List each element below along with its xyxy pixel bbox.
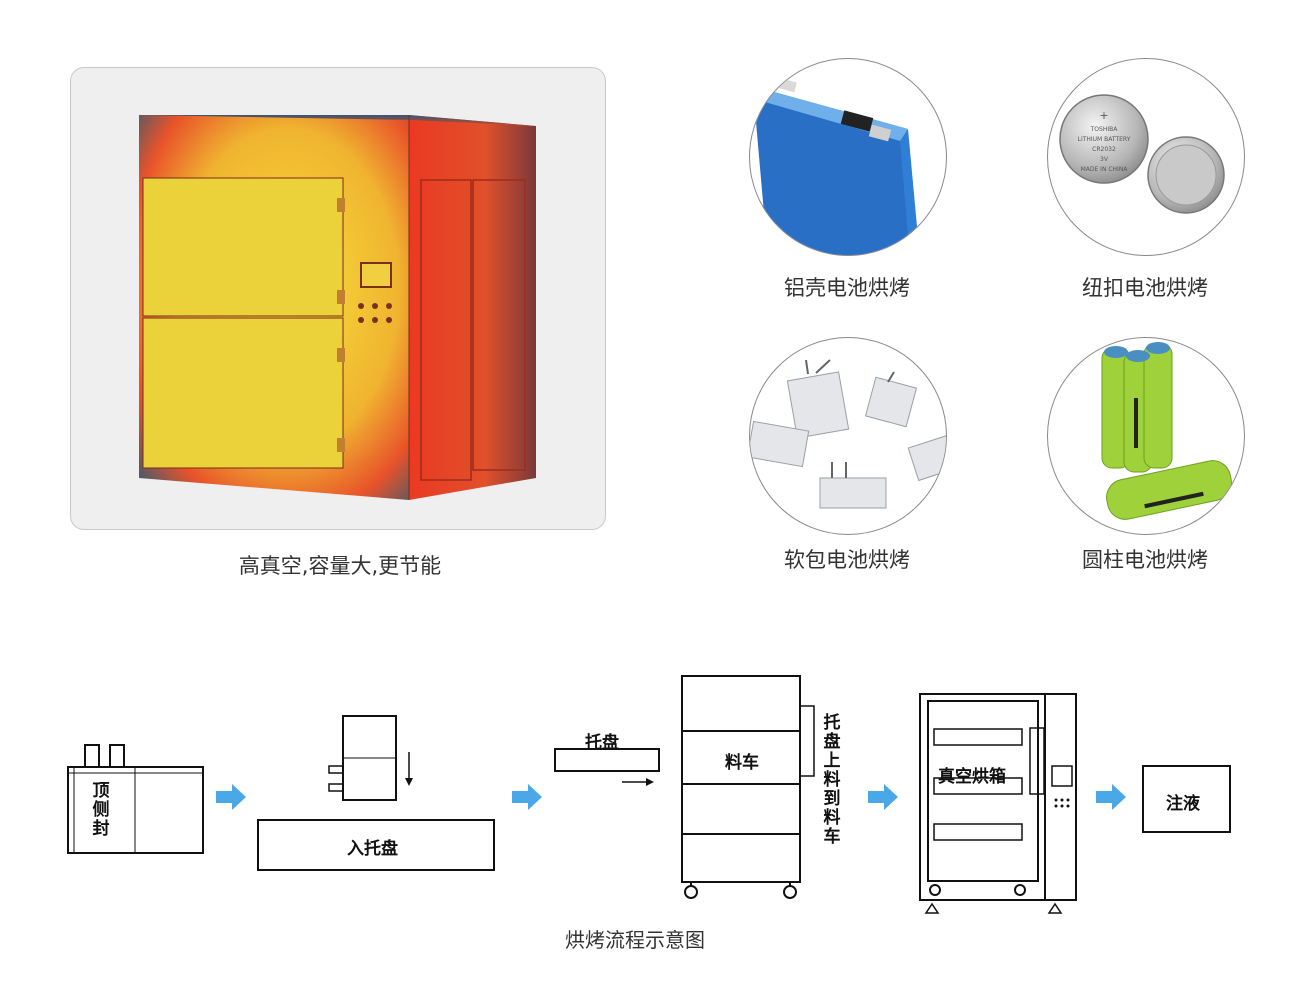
flow-title: 烘烤流程示意图 bbox=[565, 928, 705, 952]
cylinder-battery-caption: 圆柱电池烘烤 bbox=[1082, 548, 1208, 572]
pouch-battery-image bbox=[749, 337, 947, 535]
material-cart bbox=[681, 675, 801, 883]
battery-tab-left bbox=[84, 744, 100, 768]
tray-label: 托盘 bbox=[585, 733, 619, 753]
vacuum-oven-illustration bbox=[139, 115, 536, 500]
oven-image-card bbox=[70, 67, 606, 530]
tray-to-cart-label: 托 盘 上 料 到 料 车 bbox=[823, 713, 841, 847]
battery-tab-right bbox=[109, 744, 125, 768]
pouch-battery-caption: 软包电池烘烤 bbox=[784, 548, 910, 572]
coin-line1-text: LITHIUM BATTERY bbox=[1078, 136, 1131, 143]
coin-origin-text: MADE IN CHINA bbox=[1081, 166, 1129, 173]
vacuum-oven-box bbox=[919, 693, 1077, 901]
cart-label: 料车 bbox=[725, 753, 759, 773]
coin-model-text: CR2032 bbox=[1092, 146, 1116, 153]
cylinder-battery-image bbox=[1047, 337, 1245, 535]
flow-arrow-3 bbox=[868, 784, 898, 810]
top-side-seal-label: 顶 侧 封 bbox=[92, 781, 110, 839]
oven-caption: 高真空,容量大,更节能 bbox=[238, 554, 442, 578]
injection-box bbox=[1142, 765, 1231, 833]
flow-arrow-2 bbox=[512, 784, 542, 810]
vacuum-oven-label: 真空烘箱 bbox=[938, 767, 1006, 787]
coin-brand-text: TOSHIBA bbox=[1090, 126, 1119, 133]
flow-arrow-4 bbox=[1096, 784, 1126, 810]
svg-text:+: + bbox=[1099, 109, 1108, 122]
button-battery-caption: 纽扣电池烘烤 bbox=[1082, 276, 1208, 300]
aluminum-battery-image bbox=[749, 58, 947, 256]
into-tray-box bbox=[257, 819, 495, 871]
coin-voltage-text: 3V bbox=[1100, 156, 1109, 163]
flow-arrow-1 bbox=[216, 784, 246, 810]
tray-box bbox=[554, 748, 660, 772]
into-tray-label: 入托盘 bbox=[347, 839, 398, 859]
injection-label: 注液 bbox=[1166, 794, 1200, 814]
button-battery-image: + TOSHIBA LITHIUM BATTERY CR2032 3V MADE… bbox=[1047, 58, 1245, 256]
aluminum-battery-caption: 铝壳电池烘烤 bbox=[784, 276, 910, 300]
